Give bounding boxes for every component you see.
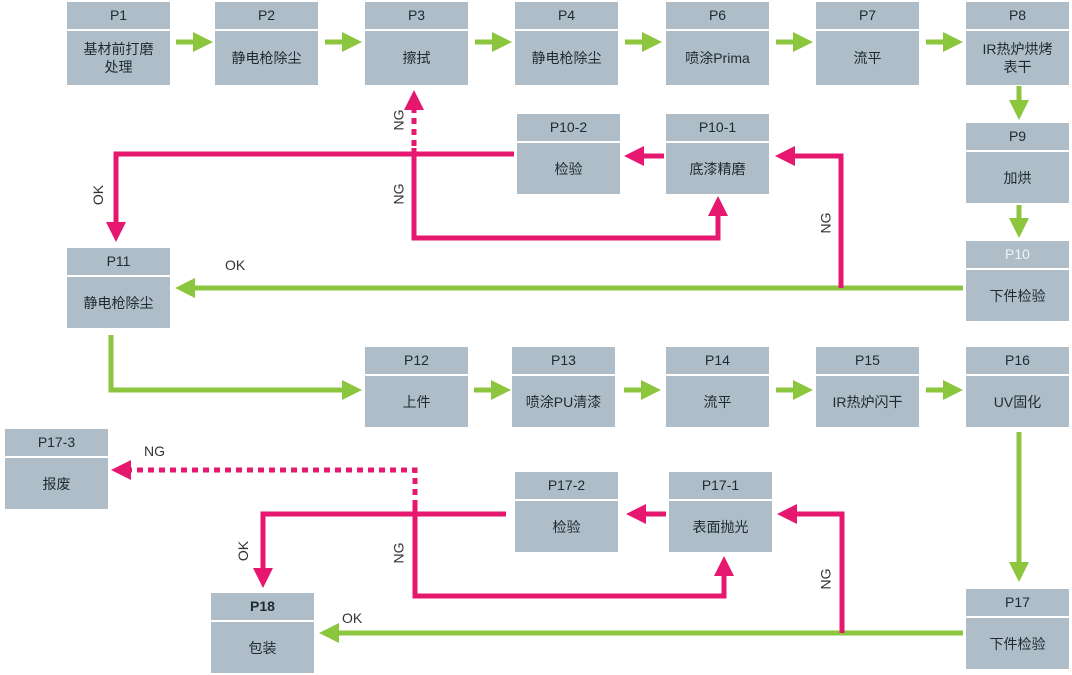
step-p6: P6 喷涂Prima — [665, 1, 770, 86]
arrow-p17-2-ng-loop — [412, 506, 734, 599]
step-code: P16 — [966, 347, 1069, 376]
step-name: 检验 — [554, 160, 583, 177]
step-code: P10-1 — [666, 114, 769, 143]
step-p11: P11 静电枪除尘 — [66, 247, 171, 329]
label-ng-p17: NG — [817, 568, 834, 590]
step-code: P10-2 — [517, 114, 620, 143]
arrow-ng-to-scrap — [111, 460, 418, 506]
arrow-p11-p12 — [108, 335, 362, 400]
step-p4: P4 静电枪除尘 — [514, 1, 619, 86]
step-p9: P9 加烘 — [965, 122, 1070, 204]
step-code: P8 — [966, 2, 1069, 31]
step-p1: P1 基材前打磨 处理 — [66, 1, 171, 86]
step-p17-3: P17-3 报废 — [4, 428, 109, 510]
step-code: P11 — [67, 248, 170, 277]
step-p2: P2 静电枪除尘 — [214, 1, 319, 86]
arrow-p17-2-ok-p18 — [253, 511, 506, 588]
step-name: 静电枪除尘 — [83, 294, 154, 311]
step-code: P2 — [215, 2, 318, 31]
step-name: 静电枪除尘 — [231, 50, 302, 66]
label-ok-p10: OK — [225, 257, 246, 273]
step-name: 静电枪除尘 — [531, 50, 602, 66]
arrow-p10-ng-p10-1 — [775, 146, 844, 288]
label-ng-scrap: NG — [144, 443, 165, 459]
step-name: 报废 — [42, 475, 71, 492]
step-name: 下件检验 — [989, 635, 1046, 652]
step-p17-2: P17-2 检验 — [514, 471, 619, 553]
step-name: 喷涂Prima — [685, 50, 750, 66]
step-p8: P8 IR热炉烘烤 表干 — [965, 1, 1070, 86]
step-name: 加烘 — [1003, 169, 1032, 186]
arrow-p10-2-ng-loop — [411, 148, 728, 241]
step-code: P7 — [816, 2, 919, 31]
step-p3: P3 擦拭 — [364, 1, 469, 86]
step-name: IR热炉闪干 — [832, 393, 903, 410]
step-name: 流平 — [853, 50, 882, 66]
step-name: 流平 — [703, 393, 732, 410]
label-ng-p3-loop: NG — [390, 183, 407, 205]
step-name: UV固化 — [993, 393, 1042, 410]
step-name: 基材前打磨 处理 — [83, 41, 154, 75]
label-ok-p10-2: OK — [90, 184, 107, 206]
step-name: IR热炉烘烤 表干 — [982, 41, 1053, 75]
step-code: P10 — [966, 241, 1069, 270]
step-name: 上件 — [402, 393, 431, 410]
step-code: P3 — [365, 2, 468, 31]
step-p17: P17 下件检验 — [965, 588, 1070, 670]
step-code: P9 — [966, 123, 1069, 152]
step-p10: P10 下件检验 — [965, 240, 1070, 322]
step-p15: P15 IR热炉闪干 — [815, 346, 920, 428]
step-code: P17-1 — [669, 472, 772, 501]
label-ok-p17-2: OK — [235, 540, 252, 562]
step-code: P14 — [666, 347, 769, 376]
label-ok-p17: OK — [342, 610, 363, 626]
label-ng-p10: NG — [817, 212, 834, 234]
step-name: 底漆精磨 — [689, 160, 746, 177]
step-code: P4 — [515, 2, 618, 31]
step-code: P17 — [966, 589, 1069, 618]
label-ng-p3-up: NG — [390, 109, 407, 131]
step-name: 表面抛光 — [692, 518, 749, 535]
step-name: 喷涂PU清漆 — [525, 393, 602, 410]
step-p17-1: P17-1 表面抛光 — [668, 471, 773, 553]
step-p10-2: P10-2 检验 — [516, 113, 621, 195]
step-p12: P12 上件 — [364, 346, 469, 428]
step-p16: P16 UV固化 — [965, 346, 1070, 428]
step-code: P17-3 — [5, 429, 108, 458]
arrow-p10-2-ok-p11 — [106, 151, 514, 242]
step-code: P12 — [365, 347, 468, 376]
step-name: 包装 — [248, 639, 277, 656]
step-code: P17-2 — [515, 472, 618, 501]
arrow-p17-ng-p17-1 — [777, 504, 845, 633]
step-code: P18 — [211, 593, 314, 622]
step-name: 擦拭 — [402, 50, 431, 66]
step-code: P1 — [67, 2, 170, 31]
step-p10-1: P10-1 底漆精磨 — [665, 113, 770, 195]
step-p18: P18 包装 — [210, 592, 315, 674]
label-ng-p17-2: NG — [390, 542, 407, 564]
step-name: 下件检验 — [989, 287, 1046, 304]
step-name: 检验 — [552, 518, 581, 535]
step-code: P6 — [666, 2, 769, 31]
step-p7: P7 流平 — [815, 1, 920, 86]
step-p14: P14 流平 — [665, 346, 770, 428]
step-p13: P13 喷涂PU清漆 — [511, 346, 616, 428]
step-code: P13 — [512, 347, 615, 376]
step-code: P15 — [816, 347, 919, 376]
